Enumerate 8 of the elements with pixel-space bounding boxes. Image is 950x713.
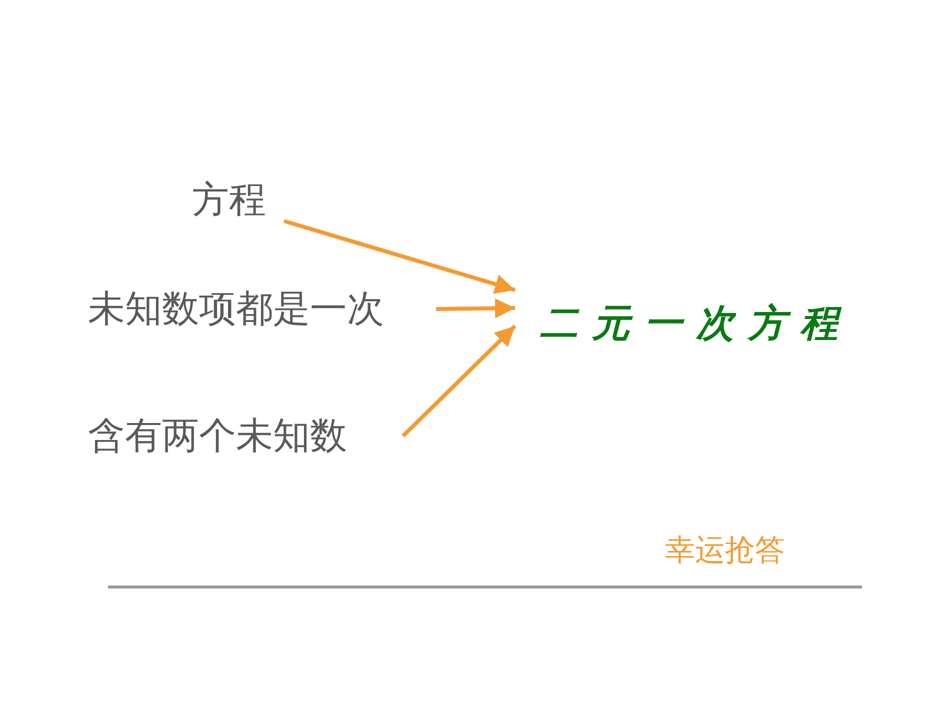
concept-text: 方程 [192, 175, 284, 225]
arrow [436, 298, 516, 318]
term-text: 二元一次方程 [515, 298, 885, 354]
concept-text: 含有两个未知数 [88, 411, 403, 461]
arrow [402, 324, 516, 438]
arrow [283, 219, 516, 294]
caption-text: 幸运抢答 [665, 532, 785, 570]
concept-text: 未知数项都是一次 [88, 284, 430, 334]
